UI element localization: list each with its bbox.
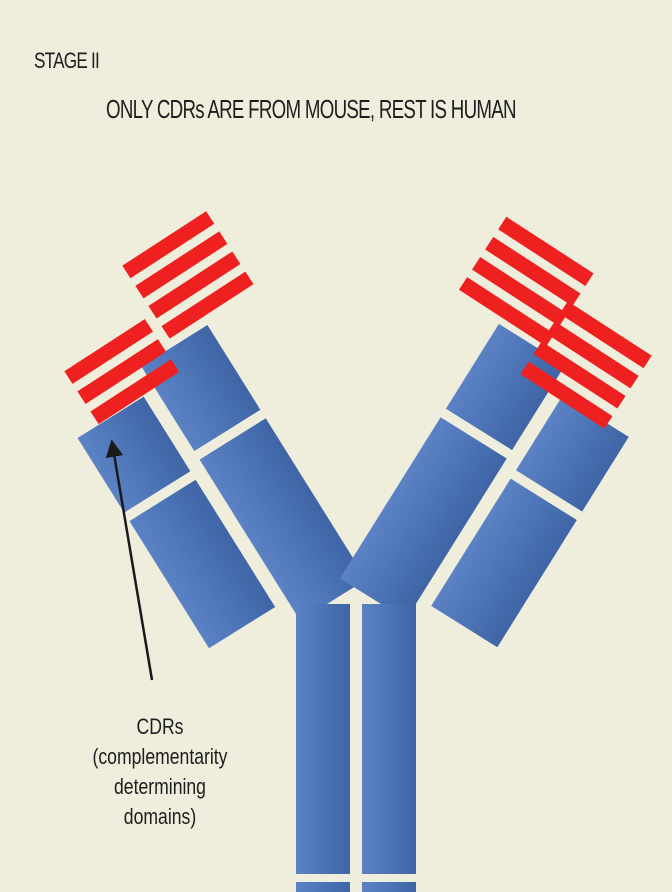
left-outer-cdr-block [64, 319, 179, 424]
cdr-caption: CDRs (complementarity determining domain… [60, 712, 260, 832]
right-stem-lower-domain [362, 882, 416, 892]
fc-stem [296, 604, 416, 892]
cdr-caption-line: domains) [80, 802, 240, 832]
left-inner-cdr-block [122, 211, 253, 338]
cdr-caption-line: determining [80, 772, 240, 802]
cdr-caption-line: CDRs [80, 712, 240, 742]
left-stem-heavy-chain [296, 604, 350, 874]
right-inner-cdr-block [459, 217, 594, 347]
right-stem-heavy-chain [362, 604, 416, 874]
left-stem-lower-domain [296, 882, 350, 892]
cdr-caption-line: (complementarity [80, 742, 240, 772]
